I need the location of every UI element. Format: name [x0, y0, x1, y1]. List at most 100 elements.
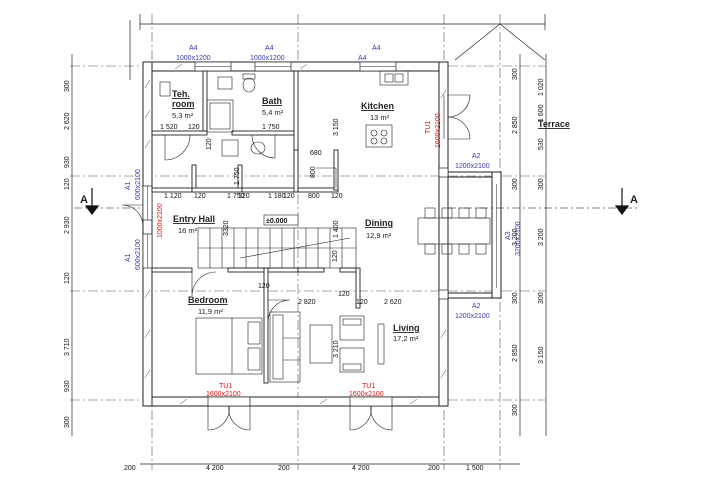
- window-size-a4-3: A4: [358, 55, 367, 62]
- window-size-a4-2: 1000x1200: [250, 55, 285, 62]
- dim-left-8: 300: [64, 416, 71, 428]
- furniture: [159, 70, 491, 383]
- dim-right-inner-0: 300: [512, 68, 519, 80]
- dim-right-inner-4: 300: [512, 292, 519, 304]
- window-size-a3: 3200x2100: [515, 221, 522, 256]
- dim-right-inner-6: 300: [512, 404, 519, 416]
- dim-int-12: 120: [194, 193, 206, 200]
- dim-int-23: 120: [238, 193, 250, 200]
- room-area-living: 17,2 m²: [393, 334, 419, 343]
- dim-bottom-2: 200: [278, 465, 290, 472]
- dim-int-3: 120: [206, 138, 213, 150]
- section-cut: [74, 188, 640, 215]
- room-name-terrace: Terrace: [538, 119, 570, 129]
- room-name-entry: Entry Hall: [173, 214, 215, 224]
- dim-int-16: 2 820: [298, 299, 316, 306]
- room-name-teh: Teh.: [172, 89, 190, 99]
- dim-int-15: 120: [332, 250, 339, 262]
- dim-right-outer-6: 3 150: [538, 346, 545, 364]
- window-tag-a2-top: A2: [472, 153, 481, 160]
- dim-left-6: 3 710: [64, 338, 71, 356]
- window-size-a4-1: 1000x1200: [176, 55, 211, 62]
- dim-int-0: 1 520: [160, 124, 178, 131]
- dim-right-inner-3: 3 200: [512, 228, 519, 246]
- room-area-dining: 12,9 m²: [366, 231, 392, 240]
- dim-int-17: 120: [356, 299, 368, 306]
- dim-int-21: 120: [338, 291, 350, 298]
- dim-int-14: 1 400: [333, 220, 340, 238]
- dims-interior: 1 520 120 1 750 120 3 150 680 1 120 1 75…: [160, 118, 402, 358]
- dim-int-9: 800: [308, 193, 320, 200]
- dim-int-5: 680: [310, 150, 322, 157]
- door-size-entry: 1000x2100: [157, 203, 164, 238]
- dim-int-2: 1 750: [262, 124, 280, 131]
- window-tag-a4-2: A4: [265, 45, 274, 52]
- dim-int-6: 1 120: [164, 193, 182, 200]
- window-size-a1-bottom: 600x2100: [135, 239, 142, 270]
- level-mark-box: [263, 214, 299, 226]
- dim-int-24: 120: [283, 193, 295, 200]
- dim-int-8: 1 180: [268, 193, 286, 200]
- window-tag-a2-bottom: A2: [472, 303, 481, 310]
- dim-bottom-1: 4 200: [206, 465, 224, 472]
- dim-int-13: 3320: [223, 220, 230, 236]
- dim-left-5: 120: [64, 272, 71, 284]
- dim-bottom-0: 200: [124, 465, 136, 472]
- room-area-entry: 16 m²: [178, 226, 198, 235]
- dim-right-outer-5: 300: [538, 292, 545, 304]
- dims-left: 300 2 620 930 120 2 930 120 3 710 930 30…: [64, 80, 71, 428]
- dim-int-1: 120: [188, 124, 200, 131]
- room-name-teh-2: room: [172, 99, 195, 109]
- window-size-a2-bottom: 1200x2100: [455, 313, 490, 320]
- dim-left-7: 930: [64, 380, 71, 392]
- dim-int-22: 800: [310, 166, 317, 178]
- dim-right-outer-3: 300: [538, 178, 545, 190]
- dim-int-19: 3 210: [333, 340, 340, 358]
- section-label-right: A: [630, 194, 638, 206]
- dim-int-18: 2 620: [384, 299, 402, 306]
- dim-right-outer-2: 530: [538, 138, 545, 150]
- room-area-teh: 5,3 m²: [172, 111, 194, 120]
- dim-left-0: 300: [64, 80, 71, 92]
- dim-right-outer-4: 3 200: [538, 228, 545, 246]
- dim-right-inner-1: 2 850: [512, 116, 519, 134]
- dim-left-3: 120: [64, 178, 71, 190]
- dim-int-4: 3 150: [333, 118, 340, 136]
- window-size-a2-top: 1200x2100: [455, 163, 490, 170]
- window-tag-a1-top: A1: [125, 181, 132, 190]
- dim-left-2: 930: [64, 156, 71, 168]
- dim-int-7: 1 750: [227, 193, 245, 200]
- room-area-bedroom: 11,9 m²: [198, 307, 223, 316]
- room-name-dining: Dining: [365, 218, 393, 228]
- section-label-left: A: [80, 194, 88, 206]
- dim-right-outer-1: 1 600: [538, 104, 545, 122]
- dim-int-10: 120: [331, 193, 343, 200]
- door-size-kitchen: 1600x2100: [435, 113, 442, 148]
- dim-right-inner-5: 2 850: [512, 344, 519, 362]
- wall-hatch: [144, 63, 447, 405]
- window-glass-lines: [147, 66, 396, 268]
- dim-left-1: 2 620: [64, 112, 71, 130]
- dim-right-outer-0: 1 020: [538, 78, 545, 96]
- room-name-kitchen: Kitchen: [361, 101, 394, 111]
- room-area-bath: 5,4 m²: [262, 108, 284, 117]
- room-name-bedroom: Bedroom: [188, 295, 228, 305]
- bay-window: [448, 171, 502, 299]
- door-size-living: 1600x2100: [349, 391, 384, 398]
- door-swings: [121, 94, 471, 431]
- dim-int-20: 120: [258, 283, 270, 290]
- dims-right-outer: 1 020 1 600 530 300 3 200 300 3 150: [538, 78, 545, 364]
- room-name-living: Living: [393, 323, 420, 333]
- dim-left-4: 2 930: [64, 216, 71, 234]
- dim-int-11: 1 750: [234, 167, 241, 185]
- room-area-kitchen: 13 m²: [370, 113, 390, 122]
- door-tag-kitchen: TU1: [425, 121, 432, 134]
- door-tag-living: TU1: [362, 383, 375, 390]
- dims-right-inner: 300 2 850 300 3 200 300 2 850 300: [512, 68, 519, 416]
- dimension-frame: [71, 14, 547, 465]
- dim-right-inner-2: 300: [512, 178, 519, 190]
- door-size-bedroom: 1600x2100: [206, 391, 241, 398]
- dims-bottom: 200 4 200 200 4 200 200 1 500: [124, 465, 484, 472]
- dim-bottom-5: 1 500: [466, 465, 484, 472]
